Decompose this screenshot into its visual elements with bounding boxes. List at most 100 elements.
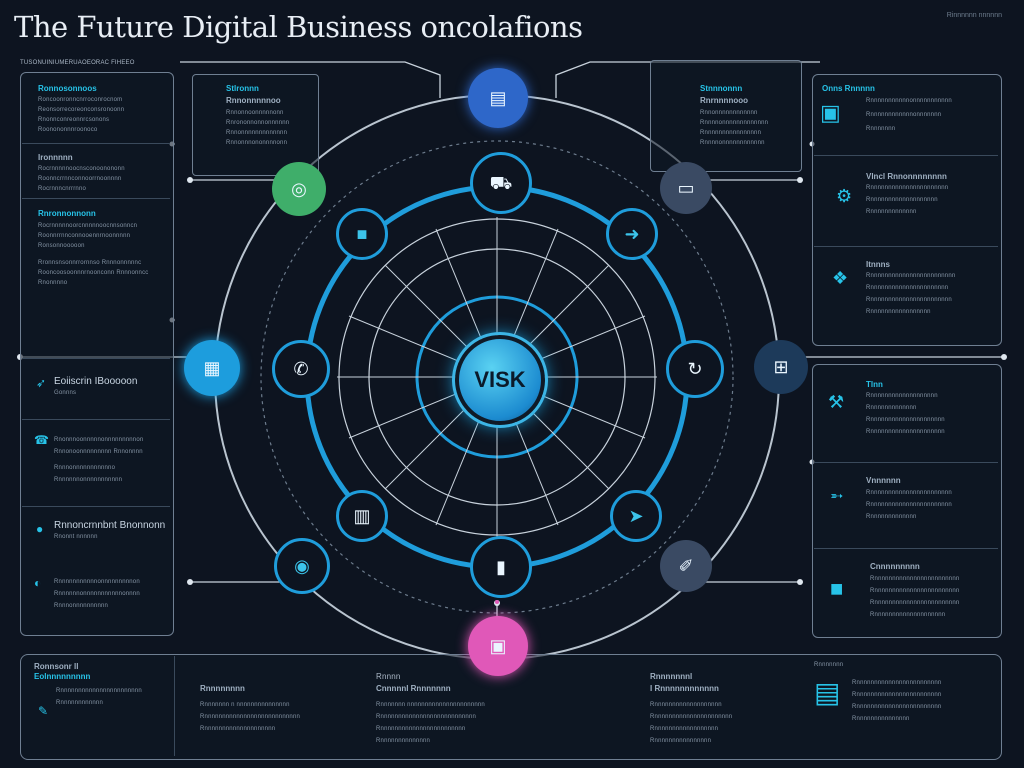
left-sec6-sub: Rnonnt nnnnnn bbox=[54, 534, 98, 540]
gear-icon: ⚙ bbox=[836, 186, 853, 206]
right-sec2-head: Vlncl Rnnonnnnnnnn bbox=[866, 172, 947, 181]
left-sec5-line: Rnnonoonnnnnnnnn Rnnonnnn bbox=[54, 449, 143, 455]
right-sec4-line: Rnnnnnnnnnnnnnnnnnnnnn bbox=[866, 417, 945, 423]
mid-left-sub: Rnnonnnnnoo bbox=[226, 96, 281, 105]
right-sec5-line: Rnnnnnnnnnnnnn bbox=[866, 514, 917, 520]
left-sec1-head: Ronnosonnoos bbox=[38, 84, 97, 93]
right-divider-2 bbox=[814, 246, 998, 247]
bottom-col5-line: Rnnnnnnnnnnnnnnn bbox=[852, 716, 910, 722]
leaf-icon: ❖ bbox=[832, 268, 849, 288]
left-sec1-line: Reonsorrecoreonconsronoonn bbox=[38, 107, 125, 113]
bottom-col4-sub: I Rnnnnnnnnnnnn bbox=[650, 684, 719, 693]
left-sec3-line: Roonnrrnnconnooennrnoonnnnn bbox=[38, 233, 131, 239]
node-ring-right[interactable]: ↻ bbox=[666, 340, 724, 398]
left-sec7-line: Rnnnnnnnnnnnonnnnnnnnnon bbox=[54, 579, 140, 585]
right-sec4-line: Rnnnnnnnnnnnnnnnnnnn bbox=[866, 393, 938, 399]
bottom-col2-line: Rnnnnnnn n nnnnnnnnnnnnnnn bbox=[200, 702, 290, 708]
node-right[interactable]: ⊞ bbox=[754, 340, 808, 394]
square-icon: ■ bbox=[356, 224, 368, 244]
send-icon: ➤ bbox=[628, 506, 644, 526]
edit-icon: ✐ bbox=[678, 556, 694, 576]
bottom-col4-line: Rnnnnnnnnnnnnnnnn bbox=[650, 738, 712, 744]
right-sec6-line: Rnnnnnnnnnnnnnnnnnnnnnnnn bbox=[870, 588, 960, 594]
node-inner-bottomleft[interactable]: ▥ bbox=[336, 490, 388, 542]
right-sec2-line: Rnnnnnnnnnnnnn bbox=[866, 209, 917, 215]
left-sec4-sub: Gonnns bbox=[54, 390, 77, 396]
node-inner-bottomright[interactable]: ➤ bbox=[610, 490, 662, 542]
car-icon: ⛟ bbox=[489, 173, 513, 193]
target-icon: ◎ bbox=[291, 179, 307, 199]
left-sec3-line: Rooncoosoonnnrnoonconn Rnnnonncc bbox=[38, 270, 149, 276]
right-sec2-line: Rnnnnnnnnnnnnnnnnnnn bbox=[866, 197, 938, 203]
chat-icon: ☎ bbox=[34, 433, 49, 447]
mid-right-line: Rnnnnnnnnnnnnnnnn bbox=[700, 130, 762, 136]
right-sec5-head: Vnnnnnn bbox=[866, 476, 901, 485]
bottom-col2-line: Rnnnnnnnnnnnnnnnnnnnn bbox=[200, 726, 276, 732]
network-icon: ⊞ bbox=[773, 357, 789, 377]
right-divider-3 bbox=[814, 462, 998, 463]
bottom-col1-line: Rnnnnnnnnnnnn bbox=[56, 700, 103, 706]
chart-icon: ▦ bbox=[203, 358, 221, 378]
left-sec3-head: Rnronnonnonn bbox=[38, 209, 96, 218]
right-sec3-line: Rnnnnnnnnnnnnnnnnnnnnnnn bbox=[866, 297, 952, 303]
node-bottom-pink[interactable]: ▣ bbox=[468, 616, 528, 676]
node-bottom-right-gray[interactable]: ✐ bbox=[660, 540, 712, 592]
node-top-right-gray[interactable]: ▭ bbox=[660, 162, 712, 214]
right-sec1-head: Onns Rnnnnn bbox=[822, 84, 875, 93]
bottom-col3-head: Rnnnn bbox=[376, 672, 401, 681]
right-panel-bottom bbox=[812, 364, 1002, 638]
bottom-col3-line: Rnnnnnnn nnnnnnnnnnnnnnnnnnnnnn bbox=[376, 702, 485, 708]
left-sec5-line: Rnonnnoonnnnnonnnnnnnnnon bbox=[54, 437, 144, 443]
node-green[interactable]: ◎ bbox=[272, 162, 326, 216]
node-bottom-left-ring[interactable]: ◉ bbox=[274, 538, 330, 594]
node-left[interactable]: ▦ bbox=[184, 340, 240, 396]
bottom-col3-line: Rnnnnnnnnnnnnnnnnnnnnnnnn bbox=[376, 726, 466, 732]
right-divider-1 bbox=[814, 155, 998, 156]
node-inner-topright[interactable]: ➜ bbox=[606, 208, 658, 260]
node-ring-left[interactable]: ✆ bbox=[272, 340, 330, 398]
pointer-icon: ➶ bbox=[36, 376, 47, 390]
plug-icon: ➵ bbox=[830, 488, 844, 505]
bottom-col-divider bbox=[174, 656, 175, 756]
pen-icon: ✎ bbox=[38, 704, 49, 718]
left-sec3-line: Rocrnnnnnoorcnnnnnoocnnsonncn bbox=[38, 223, 138, 229]
bottom-col5-line: Rnnnnnnnnnnnnnnnnnnnnnnnn bbox=[852, 692, 942, 698]
mid-left-line: Rnnonnnnnnnnnnnnn bbox=[226, 130, 288, 136]
right-sec6-line: Rnnnnnnnnnnnnnnnnnnnnnnnn bbox=[870, 576, 960, 582]
refresh-icon: ↻ bbox=[687, 359, 703, 379]
left-sec1-line: Rnonnconreonnrcsonons bbox=[38, 117, 110, 123]
left-sec5-line: Rnnnnnnonnnnnnnnnnn bbox=[54, 477, 123, 483]
bottom-col3-sub: Cnnnnnl Rnnnnnnn bbox=[376, 684, 451, 693]
right-sec6-line: Rnnnnnnnnnnnnnnnnnnnn bbox=[870, 612, 946, 618]
bottom-col5-line: Rnnnnnnnnnnnnnnnnnnnnnnnn bbox=[852, 680, 942, 686]
right-sec6-head: Cnnnnnnnnn bbox=[870, 562, 920, 571]
mid-right-line: Rnnnnonnnnnnnnnnnnn bbox=[700, 120, 769, 126]
corner-text: Rinnnnnn nnnnnn bbox=[946, 12, 1002, 19]
left-sec7-line: Rnnnonnnnnnnnnn bbox=[54, 603, 109, 609]
mid-left-head: Stlronnn bbox=[226, 84, 259, 93]
right-sec4-head: Tlnn bbox=[866, 380, 883, 389]
mid-right-head: Stnnnonnn bbox=[700, 84, 743, 93]
left-sec2-line: Rocrnnncnrrrnno bbox=[38, 186, 87, 192]
left-sec3-line: Rronnsnsonnrrornnso Rnnnonnnnnc bbox=[38, 260, 142, 266]
right-sec1-line: Rnnnnnnn bbox=[866, 126, 896, 132]
right-divider-4 bbox=[814, 548, 998, 549]
dot-icon: ● bbox=[36, 522, 44, 536]
left-panel bbox=[20, 72, 174, 636]
bottom-col2-line: Rnnnnnnnnnnnnnnnnnnnnnnnnnnn bbox=[200, 714, 301, 720]
node-ring-top[interactable]: ⛟ bbox=[470, 152, 532, 214]
right-sec3-line: Rnnnnnnnnnnnnnnnnnnnnnn bbox=[866, 285, 949, 291]
bar-chart-icon: ▮ bbox=[496, 557, 506, 577]
mid-left-line: Rnnonnoonnnnnonn bbox=[226, 110, 284, 116]
tool-icon: ⚒ bbox=[828, 392, 845, 412]
arrow-icon: ➜ bbox=[624, 224, 640, 244]
node-inner-topleft[interactable]: ■ bbox=[336, 208, 388, 260]
node-top-document[interactable]: ▤ bbox=[468, 68, 528, 128]
node-ring-bottom[interactable]: ▮ bbox=[470, 536, 532, 598]
left-panel-top-label: TUSONUINIUMERUAOEORAC FIHEEO bbox=[20, 60, 135, 66]
left-sec6-head: Rnnoncrnnbnt Bnonnonn bbox=[54, 520, 166, 531]
right-sec1-line: Rnnnnnnnnnnnnonnnnnnn bbox=[866, 112, 942, 118]
right-sec4-line: Rnnnnnnnnnnnnnnnnnnnnn bbox=[866, 429, 945, 435]
center-hub[interactable]: VISK bbox=[452, 332, 548, 428]
right-sec5-line: Rnnnnnnnnnnnnnnnnnnnnnnn bbox=[866, 502, 952, 508]
